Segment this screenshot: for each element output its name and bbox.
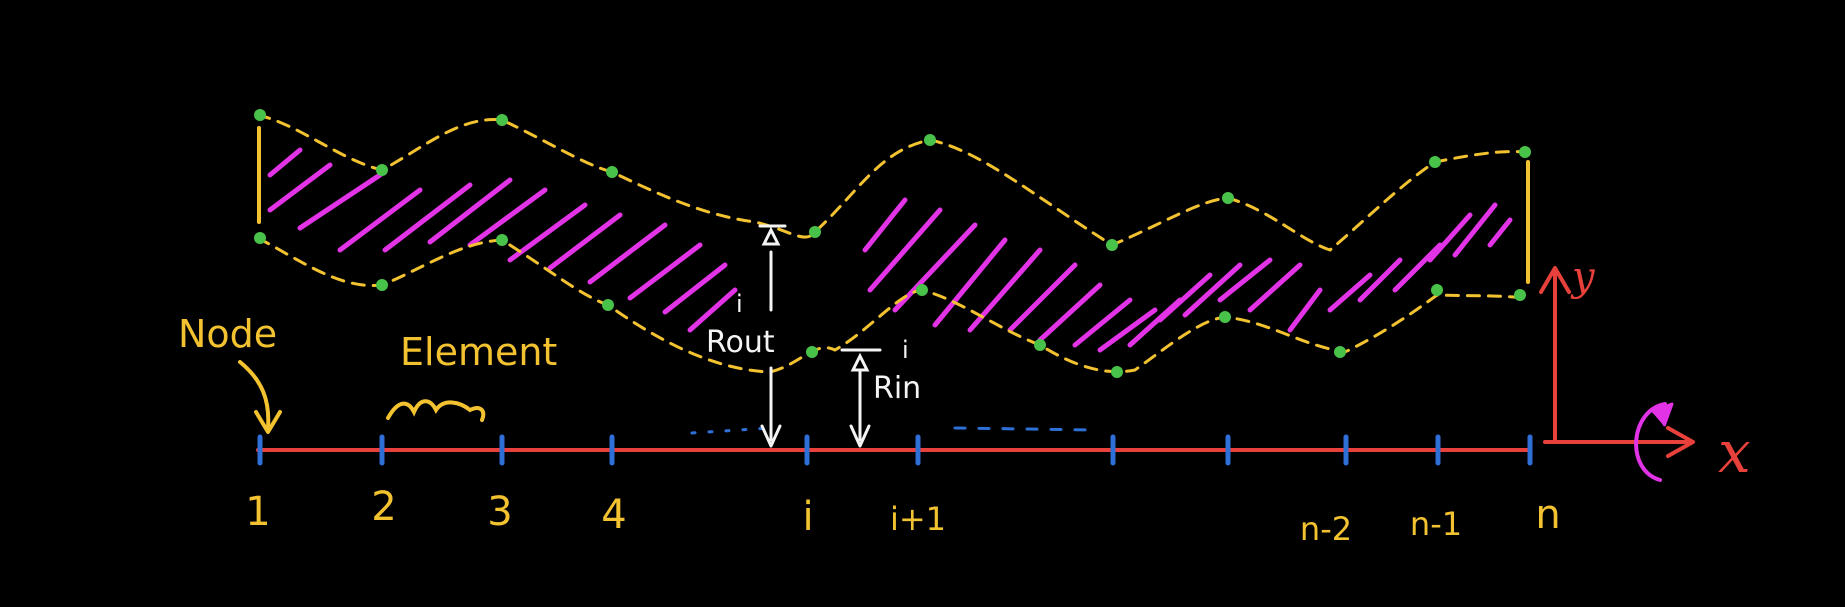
profile-node-point	[1111, 366, 1123, 378]
hatch-stroke	[587, 222, 668, 285]
profile-node-points	[254, 109, 1531, 378]
node-callout-arrow	[238, 360, 271, 430]
profile-node-point	[806, 346, 818, 358]
hatch-stroke	[932, 237, 1008, 328]
hatch-stroke	[467, 187, 548, 248]
r-in-label: Rin	[873, 371, 921, 406]
hatch-stroke	[1427, 212, 1473, 263]
profile-node-point	[1034, 339, 1046, 351]
hatch-stroke	[547, 212, 623, 271]
hatch-stroke	[297, 172, 383, 231]
hatched-cross-section	[267, 147, 1513, 353]
hatch-stroke	[1097, 307, 1158, 353]
r-in-bottom-arrowhead	[849, 424, 871, 448]
hatch-stroke	[427, 177, 513, 245]
hatch-stroke	[1217, 257, 1273, 303]
profile-node-point	[496, 234, 508, 246]
hatch-stroke	[1487, 217, 1513, 248]
element-callout-squiggle	[386, 399, 486, 422]
y-axis-label: y	[1570, 254, 1596, 300]
hatch-stroke	[1072, 297, 1133, 348]
profile-node-point	[376, 164, 388, 176]
hatch-stroke	[862, 197, 908, 253]
element-callout-label: Element	[400, 330, 557, 374]
node-label: n-1	[1410, 505, 1462, 543]
hatch-stroke	[1452, 202, 1498, 258]
outer-radius-profile	[256, 113, 1527, 252]
profile-node-point	[924, 134, 936, 146]
profile-node-point	[809, 226, 821, 238]
hatch-stroke	[687, 287, 738, 333]
hatch-stroke	[1247, 262, 1303, 313]
rotation-arrow-icon	[1651, 402, 1674, 427]
node-label: 3	[487, 489, 512, 535]
profile-node-point	[1219, 311, 1231, 323]
node-label: 1	[245, 489, 270, 535]
node-label: n	[1535, 492, 1560, 538]
profile-node-point	[1429, 156, 1441, 168]
hatch-stroke	[337, 187, 423, 253]
r-out-bottom-arrowhead	[760, 424, 782, 448]
node-label: i	[802, 494, 813, 540]
r-in-superscript: i	[902, 336, 909, 364]
node-ticks	[257, 434, 1533, 466]
profile-node-point	[1431, 284, 1443, 296]
profile-node-point	[602, 299, 614, 311]
profile-node-point	[1514, 289, 1526, 301]
profile-node-point	[916, 284, 928, 296]
rotation-symbol-icon	[1634, 402, 1667, 482]
node-label: 2	[371, 484, 396, 530]
y-axis-arrowhead	[1539, 266, 1571, 294]
profile-node-point	[1222, 192, 1234, 204]
hatch-stroke	[867, 207, 943, 293]
hatch-stroke	[507, 202, 588, 263]
profile-node-point	[1519, 146, 1531, 158]
hatch-stroke	[892, 222, 978, 313]
node-label: 4	[601, 492, 626, 538]
hatch-stroke	[967, 247, 1043, 333]
hatch-stroke	[662, 262, 728, 315]
hatch-stroke	[1007, 262, 1078, 333]
node-labels: 1 2 3 4 i i+1 n-2 n-1 n	[245, 484, 1560, 548]
r-in-top-arrowhead	[850, 352, 870, 372]
hatch-stroke	[1157, 272, 1213, 323]
hatch-stroke	[1392, 242, 1443, 293]
r-out-top-arrowhead	[761, 226, 781, 246]
profile-node-point	[376, 279, 388, 291]
hatch-stroke	[1357, 257, 1403, 303]
profile-node-point	[254, 232, 266, 244]
ellipsis-dots-left	[690, 426, 772, 435]
profile-node-point	[606, 166, 618, 178]
node-callout-label: Node	[178, 312, 277, 356]
profile-node-point	[1334, 346, 1346, 358]
x-axis-arrowhead	[1666, 426, 1695, 458]
x-axis-label: x	[1718, 418, 1751, 486]
hatch-stroke	[382, 182, 473, 253]
hatch-stroke	[627, 242, 703, 301]
node-callout-arrowhead	[254, 410, 282, 434]
profile-node-point	[496, 114, 508, 126]
r-out-superscript: i	[736, 290, 743, 318]
hatch-stroke	[1327, 272, 1373, 313]
ellipsis-dots-right	[953, 426, 1097, 432]
profile-node-point	[254, 109, 266, 121]
hatch-stroke	[1287, 287, 1323, 333]
hatch-stroke	[267, 162, 333, 213]
profile-node-point	[1106, 239, 1118, 251]
node-label: i+1	[890, 500, 946, 538]
hatch-stroke	[267, 147, 303, 178]
hatch-stroke	[1037, 282, 1103, 343]
node-label: n-2	[1300, 510, 1352, 548]
r-out-label: Rout	[706, 325, 775, 360]
hatch-stroke	[1182, 262, 1243, 318]
